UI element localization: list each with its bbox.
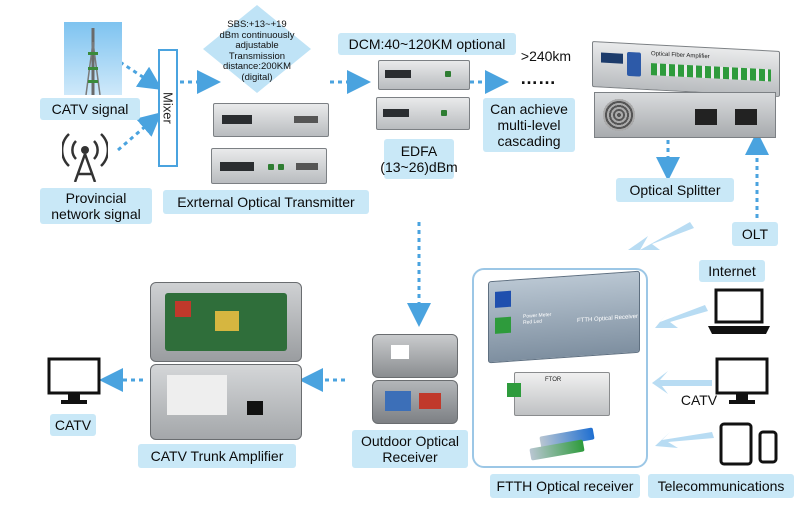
edfa-unit-top	[378, 60, 470, 90]
cascading-label: Can achieve multi-level cascading	[483, 98, 575, 152]
olt-label: OLT	[732, 222, 778, 246]
mini-receiver-text: FTOR	[545, 377, 562, 383]
broadcast-antenna-icon	[62, 133, 108, 182]
ftth-receiver-device: FTTH Optical Receiver Power Meter Red Le…	[488, 270, 640, 364]
desktop-monitor-icon	[715, 357, 769, 404]
optical-splitter-label: Optical Splitter	[616, 178, 734, 202]
trunk-amplifier-bottom	[150, 364, 302, 440]
ftth-panel-text: FTTH Optical Receiver	[577, 313, 639, 325]
fan-icon	[603, 99, 635, 131]
arrow-catv-to-ftth	[652, 371, 712, 394]
amplifier-rear	[594, 92, 776, 138]
amp-keypad	[627, 51, 641, 77]
arrow-provincial-to-mixer	[117, 112, 162, 152]
edfa-label: EDFA (13~26)dBm	[380, 139, 458, 179]
laptop-icon	[708, 288, 770, 334]
catv-right-label: CATV	[680, 392, 718, 408]
amplifier-circuit-board	[165, 293, 287, 351]
dcm-label: DCM:40~120KM optional	[338, 33, 516, 55]
trunk-amplifier-label: CATV Trunk Amplifier	[138, 444, 296, 468]
amp-panel-text: Optical Fiber Amplifier	[651, 51, 710, 61]
amp-display	[601, 52, 623, 64]
outdoor-receiver-top	[372, 334, 458, 378]
tablet-phone-icon	[719, 422, 778, 466]
distance-label: >240km	[520, 48, 572, 64]
telecom-label: Telecommunications	[648, 474, 794, 498]
mixer-box: Mixer	[158, 49, 178, 167]
ftth-receiver-label: FTTH Optical receiver	[490, 474, 640, 498]
arrow-catv-to-mixer	[119, 60, 163, 90]
transmitter-unit-bottom	[211, 148, 327, 184]
tower-icon	[85, 28, 101, 96]
outdoor-receiver-bottom	[372, 380, 458, 424]
sbs-text: SBS:+13~+19 dBm continuously adjustable …	[219, 19, 295, 83]
ellipsis-dots: ……	[520, 68, 556, 88]
catv-signal-label: CATV signal	[40, 98, 140, 120]
provincial-network-label: Provincial network signal	[40, 188, 152, 224]
catv-left-label: CATV	[50, 414, 96, 436]
arrow-telecom-to-ftth	[655, 432, 714, 448]
ftth-small-text: Power Meter Red Led	[523, 311, 552, 326]
mixer-label: Mixer	[160, 92, 176, 124]
arrow-splitter-to-ftth	[628, 222, 694, 250]
internet-label: Internet	[699, 260, 765, 282]
edfa-unit-bottom	[376, 97, 470, 130]
transmitter-label: Exrternal Optical Transmitter	[163, 190, 369, 214]
arrow-internet-to-ftth	[655, 305, 708, 328]
catv-tower-image	[64, 22, 122, 96]
optical-fiber-amplifier: Optical Fiber Amplifier	[592, 41, 780, 97]
transmitter-unit-top	[213, 103, 329, 137]
sbs-diamond: SBS:+13~+19 dBm continuously adjustable …	[203, 5, 311, 93]
trunk-amplifier-top	[150, 282, 302, 362]
tv-monitor-icon	[47, 357, 101, 404]
outdoor-receiver-label: Outdoor Optical Receiver	[352, 430, 468, 468]
mini-receiver-device: FTOR	[507, 372, 610, 416]
